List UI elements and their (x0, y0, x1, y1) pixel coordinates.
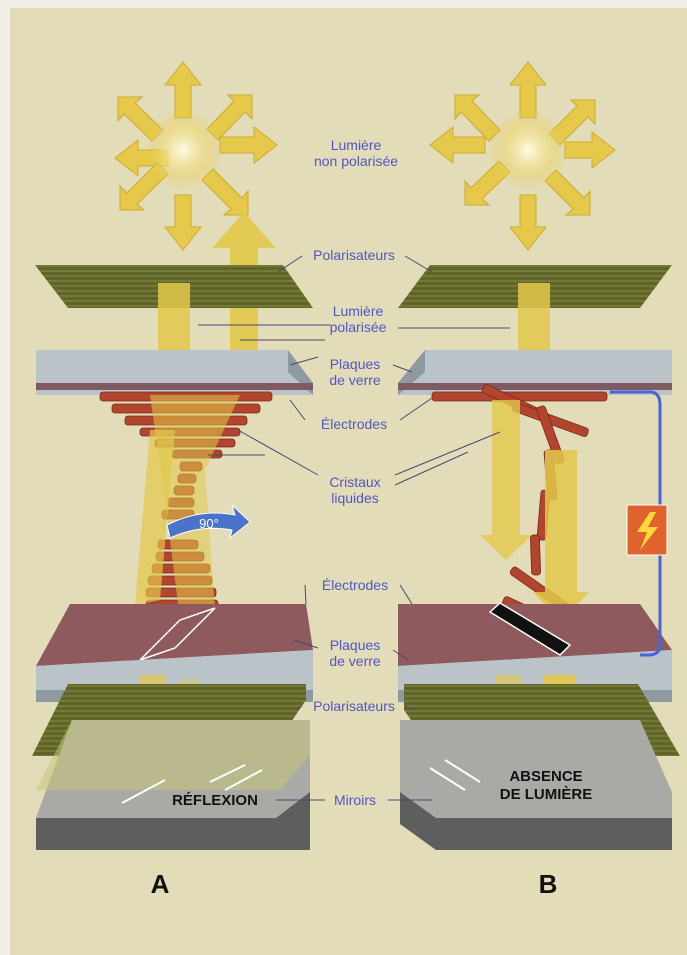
label-liquid-crystals: Cristaux liquides (329, 474, 380, 506)
label-no-light: ABSENCE DE LUMIÈRE (500, 768, 593, 804)
label-reflection: RÉFLEXION (172, 792, 258, 810)
panel-label-a: A (151, 870, 170, 898)
label-polarizers-bottom: Polarisateurs (313, 698, 395, 714)
label-glass-plates-top: Plaques de verre (329, 356, 380, 388)
label-unpolarized-light: Lumière non polarisée (314, 137, 398, 169)
label-rotation-90: 90° (199, 516, 219, 532)
label-electrodes-top: Électrodes (321, 416, 387, 432)
label-mirrors: Miroirs (334, 792, 376, 808)
panel-label-b: B (539, 870, 558, 898)
label-glass-plates-bottom: Plaques de verre (329, 637, 380, 669)
label-polarizers-top: Polarisateurs (313, 247, 395, 263)
label-electrodes-bottom: Électrodes (322, 577, 388, 593)
label-polarized-light: Lumière polarisée (330, 303, 387, 335)
